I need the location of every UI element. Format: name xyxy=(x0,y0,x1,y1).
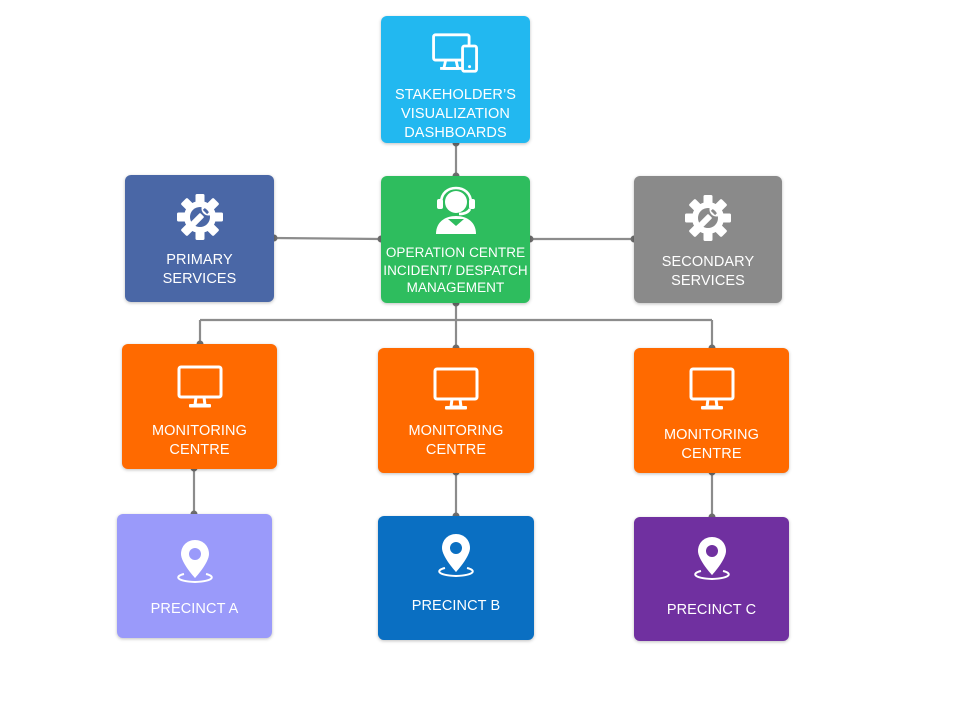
label-line: PRECINCT B xyxy=(411,598,501,614)
precinct-a-node: PRECINCT A xyxy=(117,514,272,638)
monitoring-centre-label: MONITORING CENTRE xyxy=(152,422,247,460)
monitoring-centre-label: MONITORING CENTRE xyxy=(664,426,759,464)
headset-operator-icon xyxy=(435,186,476,234)
label-line: INCIDENT/ DESPATCH xyxy=(383,262,528,278)
label-line: CENTRE xyxy=(681,446,742,462)
monitoring-centre-node: MONITORING CENTRE xyxy=(378,348,534,473)
precinct-c-label: PRECINCT C xyxy=(667,601,756,620)
primary-services-node: PRIMARY SERVICES xyxy=(125,175,274,302)
precinct-a-label: PRECINCT A xyxy=(151,600,239,619)
label-line: PRECINCT C xyxy=(666,602,757,618)
label-line: MANAGEMENT xyxy=(406,280,505,295)
monitoring-centre-label: MONITORING CENTRE xyxy=(409,422,504,460)
primary-services-label: PRIMARY SERVICES xyxy=(163,251,237,289)
label-line: SERVICES xyxy=(671,273,745,289)
label-line: MONITORING xyxy=(408,423,504,439)
stakeholder-dashboards-label: STAKEHOLDER’S VISUALIZATION DASHBOARDS xyxy=(395,86,516,143)
monitor-icon xyxy=(689,367,734,410)
label-line: SERVICES xyxy=(162,271,237,287)
label-line: VISUALIZATION xyxy=(401,106,510,122)
map-pin-icon xyxy=(438,534,474,578)
label-line: OPERATION CENTRE xyxy=(385,245,526,260)
label-line: STAKEHOLDER’S xyxy=(394,87,517,103)
operation-centre-node: OPERATION CENTRE INCIDENT/ DESPATCH MANA… xyxy=(381,176,530,303)
connector-primary-operation xyxy=(273,236,382,241)
label-line: CENTRE xyxy=(425,442,487,458)
label-line: CENTRE xyxy=(169,442,230,458)
label-line: SECONDARY xyxy=(661,254,755,270)
precinct-c-node: PRECINCT C xyxy=(634,517,789,641)
precinct-b-node: PRECINCT B xyxy=(378,516,534,640)
monitoring-centre-node: MONITORING CENTRE xyxy=(634,348,789,473)
label-line: MONITORING xyxy=(664,427,759,443)
label-line: DASHBOARDS xyxy=(404,125,507,141)
label-line: PRECINCT A xyxy=(150,601,239,617)
monitor-icon xyxy=(177,365,222,408)
map-pin-icon xyxy=(176,540,213,584)
operation-centre-label: OPERATION CENTRE INCIDENT/ DESPATCH MANA… xyxy=(383,244,528,297)
precinct-b-label: PRECINCT B xyxy=(412,597,501,616)
secondary-services-node: SECONDARY SERVICES xyxy=(634,176,782,303)
monitor-icon xyxy=(433,367,479,410)
label-line: MONITORING xyxy=(152,423,247,439)
gear-wrench-icon xyxy=(176,194,223,240)
label-line: PRIMARY xyxy=(166,252,233,268)
monitoring-centre-node: MONITORING CENTRE xyxy=(122,344,277,469)
stakeholder-dashboards-node: STAKEHOLDER’S VISUALIZATION DASHBOARDS xyxy=(381,16,530,143)
secondary-services-label: SECONDARY SERVICES xyxy=(662,253,755,291)
devices-icon xyxy=(431,33,478,73)
gear-wrench-icon xyxy=(685,195,731,241)
map-pin-icon xyxy=(693,537,730,581)
